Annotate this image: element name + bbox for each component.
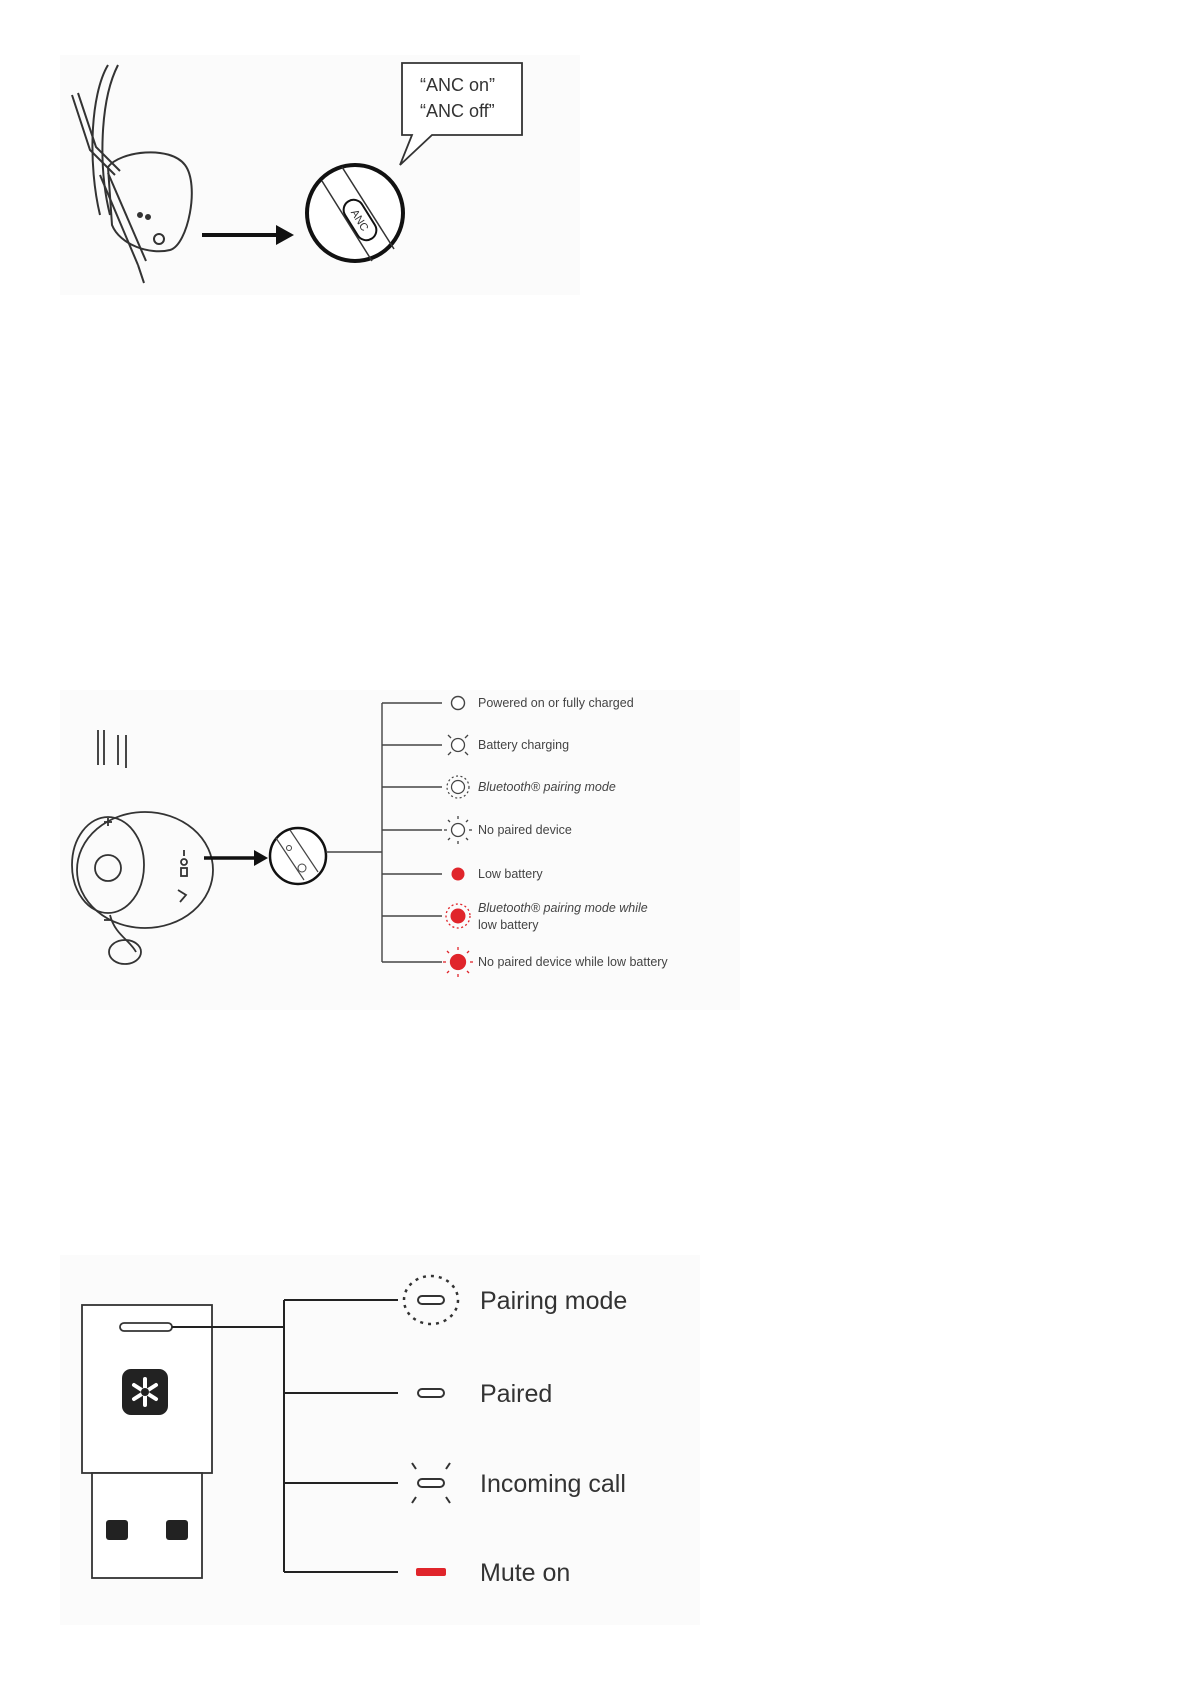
white-pulse-icon	[448, 735, 468, 755]
headset-led-label: No paired device	[478, 823, 572, 837]
receiver-led-label: Mute on	[480, 1559, 570, 1587]
headset-led-figure: Powered on or fully charged Battery char…	[60, 690, 740, 1010]
led-zoom-circle	[270, 828, 326, 884]
usb-receiver-illustration	[82, 1305, 212, 1578]
anc-bubble-line-2: “ANC off”	[420, 101, 495, 121]
anc-zoom-circle: ANC	[307, 165, 403, 261]
anc-figure: ANC “ANC on” “ANC off”	[60, 55, 580, 295]
headset-led-label: Bluetooth® pairing mode while	[478, 901, 648, 915]
receiver-led-label: Paired	[480, 1380, 552, 1408]
headset-led-label: No paired device while low battery	[478, 955, 668, 969]
headset-led-label: Powered on or fully charged	[478, 696, 634, 710]
solid-bar-icon	[418, 1389, 444, 1397]
receiver-led-label: Pairing mode	[480, 1287, 627, 1315]
headset-led-label: Low battery	[478, 867, 543, 881]
headset-led-label: Bluetooth® pairing mode	[478, 780, 616, 794]
receiver-led-figure: Pairing mode Paired Incoming call Mute o…	[60, 1255, 700, 1625]
headset-led-label-line2: low battery	[478, 918, 539, 932]
red-bar-icon	[416, 1568, 446, 1576]
white-solid-icon	[452, 697, 465, 710]
anc-bubble-line-1: “ANC on”	[420, 75, 495, 95]
receiver-led-label: Incoming call	[480, 1470, 626, 1498]
headset-led-label: Battery charging	[478, 738, 569, 752]
red-solid-icon	[452, 868, 465, 881]
